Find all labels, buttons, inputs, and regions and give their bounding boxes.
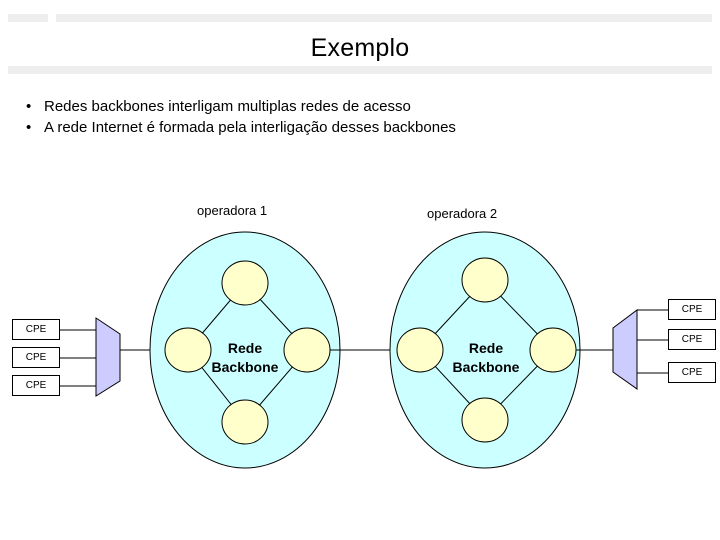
router-node-r-south xyxy=(461,397,509,443)
router-node-l-south xyxy=(221,399,269,445)
bullet-text: A rede Internet é formada pela interliga… xyxy=(44,119,456,136)
cpe-box-left-3: CPE xyxy=(12,375,60,396)
access-concentrator-left xyxy=(95,317,121,397)
router-node-l-east xyxy=(283,327,331,373)
router-node-r-east xyxy=(529,327,577,373)
bullet-text: Redes backbones interligam multiplas red… xyxy=(44,98,411,115)
cpe-box-left-2: CPE xyxy=(12,347,60,368)
backbone-label-1-line2: Backbone xyxy=(211,359,279,375)
router-node-l-north xyxy=(221,260,269,306)
backbone-label-2: Rede Backbone xyxy=(443,339,529,377)
backbone-label-1-line1: Rede xyxy=(227,340,263,356)
operator-label-2: operadora 2 xyxy=(427,206,498,221)
bullet-item: • A rede Internet é formada pela interli… xyxy=(26,117,698,138)
operator-label-1: operadora 1 xyxy=(197,203,268,218)
bullet-marker: • xyxy=(26,98,32,115)
cpe-box-right-2: CPE xyxy=(668,329,716,350)
router-node-r-north xyxy=(461,257,509,303)
slide-title: Exemplo xyxy=(310,34,410,62)
title-underline-bar xyxy=(8,66,712,74)
cpe-box-right-3: CPE xyxy=(668,362,716,383)
cpe-box-right-1: CPE xyxy=(668,299,716,320)
router-node-r-west xyxy=(396,327,444,373)
bullet-item: • Redes backbones interligam multiplas r… xyxy=(26,96,698,117)
access-concentrator-right xyxy=(612,309,638,390)
bullet-list: • Redes backbones interligam multiplas r… xyxy=(26,96,698,138)
backbone-label-1: Rede Backbone xyxy=(202,339,288,377)
bullet-marker: • xyxy=(26,119,32,136)
router-node-l-west xyxy=(164,327,212,373)
backbone-label-2-line2: Backbone xyxy=(452,359,520,375)
cpe-box-left-1: CPE xyxy=(12,319,60,340)
backbone-label-2-line1: Rede xyxy=(468,340,504,356)
header-accent-bar-left xyxy=(8,14,48,22)
header-accent-bar-right xyxy=(56,14,712,22)
